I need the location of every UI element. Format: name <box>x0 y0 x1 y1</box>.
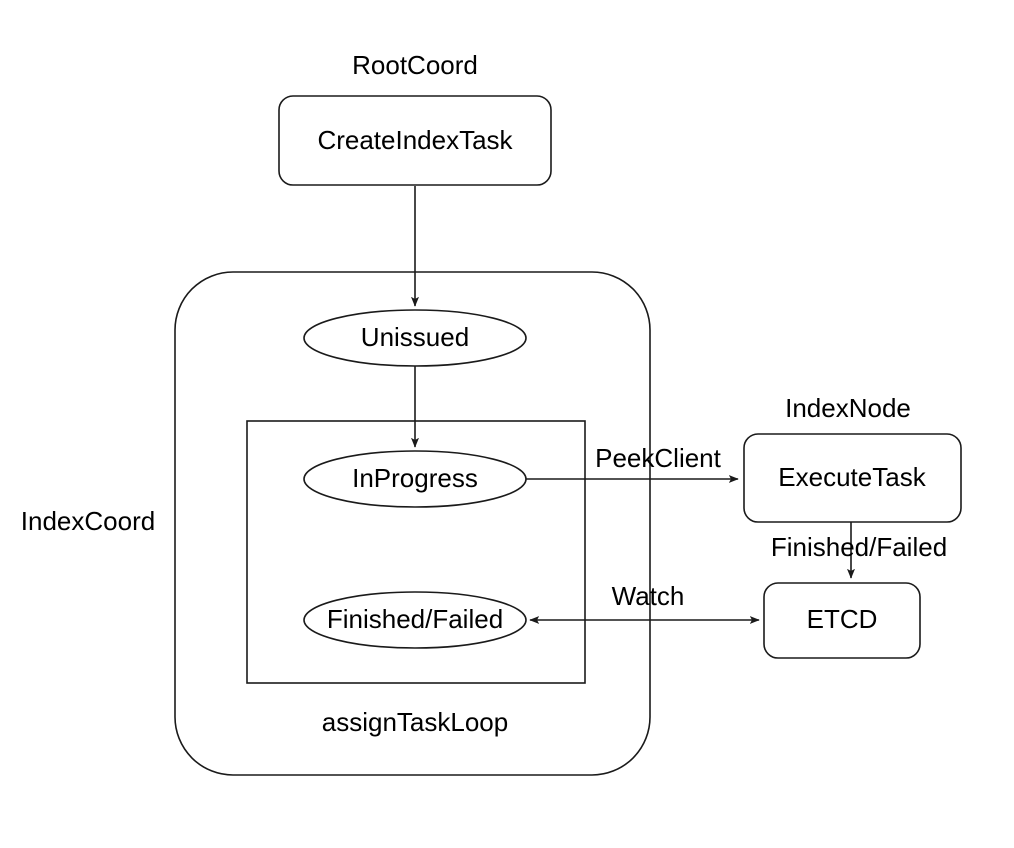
node-etcd[interactable] <box>763 582 921 659</box>
node-finished-failed-label: Finished/Failed <box>327 604 503 634</box>
group-label-indexcoord: IndexCoord <box>21 506 155 536</box>
node-unissued-label: Unissued <box>361 322 469 352</box>
group-indexcoord-boundary <box>174 271 651 776</box>
node-in-progress[interactable] <box>303 450 527 508</box>
node-finished-failed[interactable] <box>303 591 527 649</box>
group-assigntaskloop-boundary <box>246 420 586 684</box>
edge-label-watch: Watch <box>612 581 685 611</box>
node-in-progress-label: InProgress <box>352 463 478 493</box>
group-label-indexnode: IndexNode <box>785 393 911 423</box>
node-etcd-label: ETCD <box>807 604 878 634</box>
node-create-index-task-label: CreateIndexTask <box>317 125 513 155</box>
group-label-rootcoord: RootCoord <box>352 50 478 80</box>
node-execute-task-label: ExecuteTask <box>778 462 926 492</box>
edge-label-finished-failed: Finished/Failed <box>771 532 947 562</box>
group-label-assigntaskloop: assignTaskLoop <box>322 707 508 737</box>
edge-label-peekclient: PeekClient <box>595 443 722 473</box>
node-unissued[interactable] <box>303 309 527 367</box>
node-execute-task[interactable] <box>743 433 962 523</box>
node-create-index-task[interactable] <box>278 95 552 186</box>
